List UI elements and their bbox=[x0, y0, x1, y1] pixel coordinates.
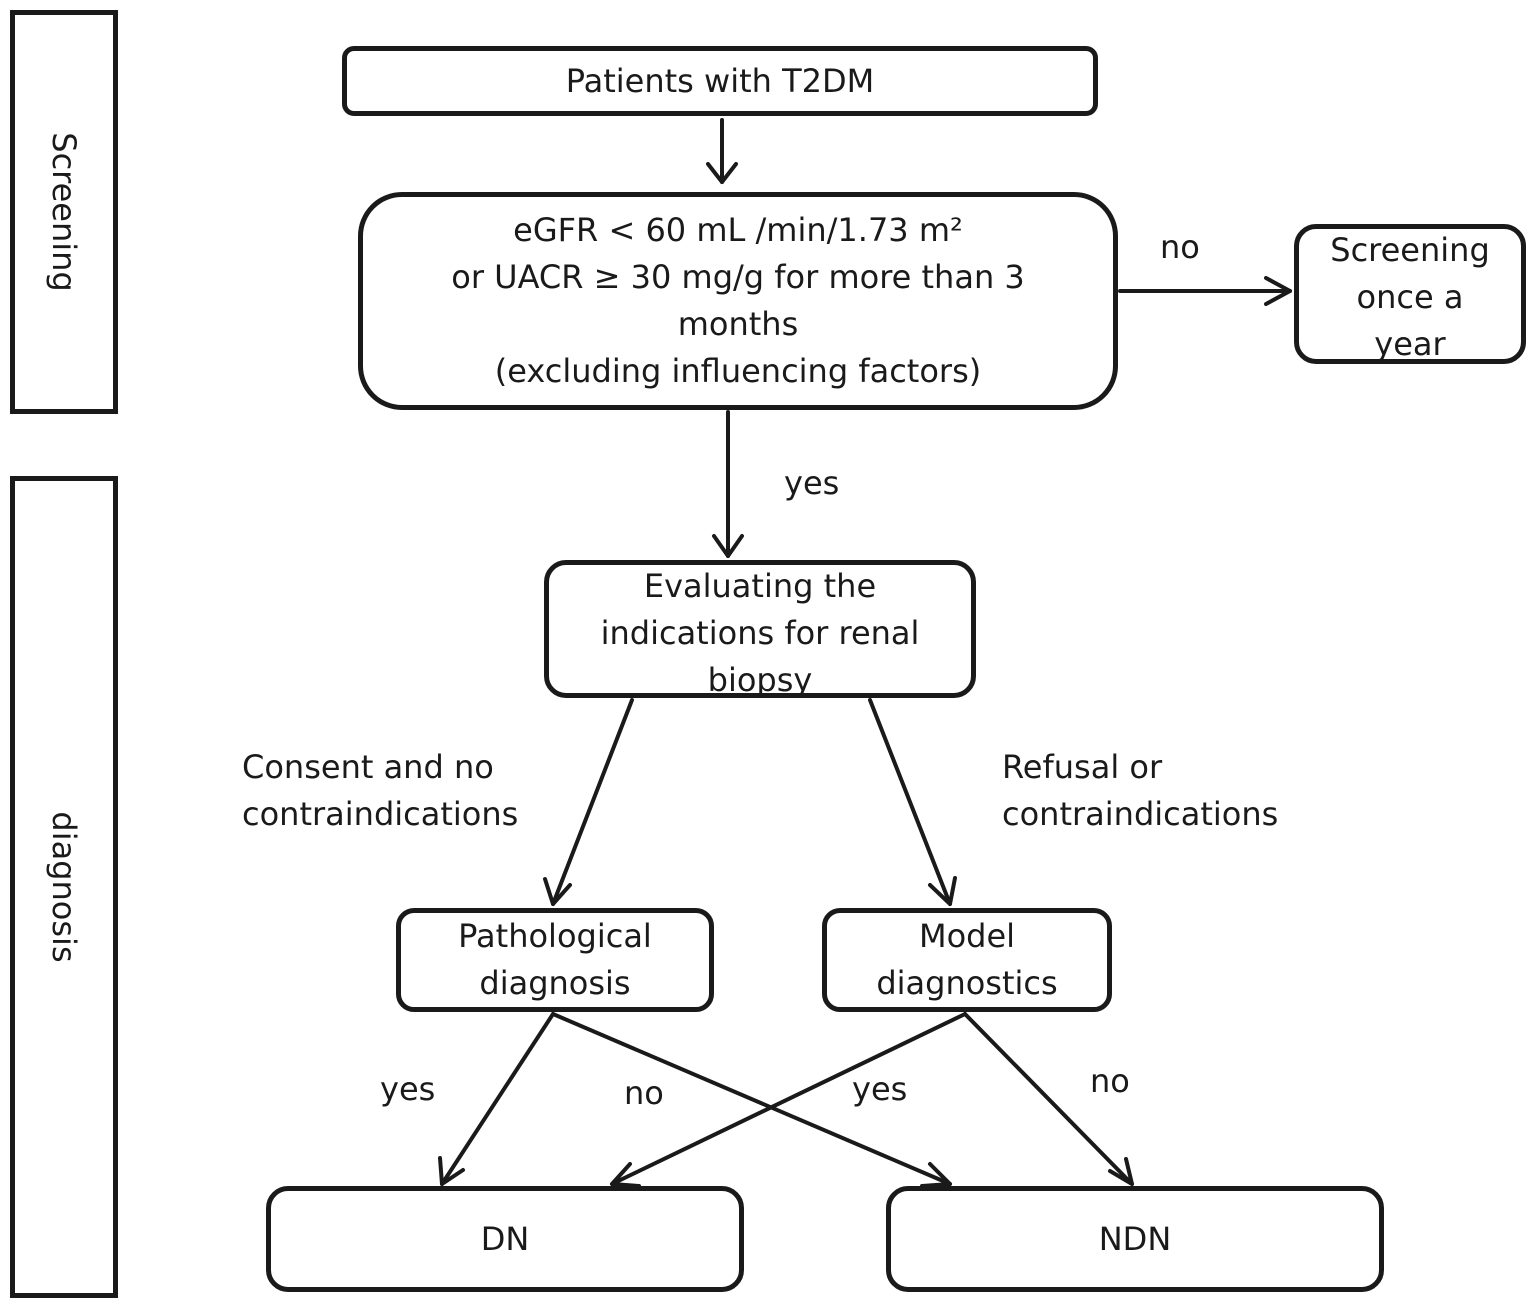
edge-label-path-no: no bbox=[624, 1074, 664, 1112]
arrow-pathological-to-dn bbox=[440, 1012, 555, 1186]
ndn-node: NDN bbox=[886, 1186, 1384, 1292]
edge-label-model-yes: yes bbox=[852, 1070, 908, 1108]
screening-section: Screening bbox=[10, 10, 118, 414]
diagnosis-section: diagnosis bbox=[10, 476, 118, 1298]
arrow-evaluating-to-model bbox=[868, 698, 952, 906]
screening-yearly-node: Screening once a year bbox=[1294, 224, 1526, 364]
model-node: Model diagnostics bbox=[822, 908, 1112, 1012]
arrow-model-to-ndn bbox=[963, 1012, 1134, 1186]
pathological-node-text: Pathological diagnosis bbox=[458, 917, 652, 1002]
criteria-node-text: eGFR < 60 mL /min/1.73 m² or UACR ≥ 30 m… bbox=[451, 211, 1025, 390]
edge-label-model-no: no bbox=[1090, 1062, 1130, 1100]
dn-node: DN bbox=[266, 1186, 744, 1292]
dn-node-text: DN bbox=[480, 1219, 530, 1258]
edge-label-consent: Consent and no contraindications bbox=[242, 748, 519, 833]
pathological-node: Pathological diagnosis bbox=[396, 908, 714, 1012]
edge-label-criteria-yes: yes bbox=[784, 464, 840, 502]
patients-node: Patients with T2DM bbox=[342, 46, 1098, 116]
evaluating-node-text: Evaluating the indications for renal bio… bbox=[600, 567, 920, 699]
screening-yearly-node-text: Screening once a year bbox=[1330, 231, 1490, 363]
model-node-text: Model diagnostics bbox=[876, 917, 1058, 1002]
evaluating-node: Evaluating the indications for renal bio… bbox=[544, 560, 976, 699]
edge-label-path-yes: yes bbox=[380, 1070, 436, 1108]
arrow-evaluating-to-pathological bbox=[551, 698, 634, 906]
patients-node-text: Patients with T2DM bbox=[565, 61, 875, 100]
criteria-node: eGFR < 60 mL /min/1.73 m² or UACR ≥ 30 m… bbox=[358, 192, 1118, 410]
ndn-node-text: NDN bbox=[1098, 1219, 1172, 1258]
arrow-pathological-to-ndn bbox=[551, 1012, 952, 1186]
arrow-model-to-dn bbox=[610, 1012, 967, 1186]
edge-label-refusal: Refusal or contraindications bbox=[1002, 748, 1279, 833]
edge-label-criteria-no: no bbox=[1160, 228, 1200, 266]
